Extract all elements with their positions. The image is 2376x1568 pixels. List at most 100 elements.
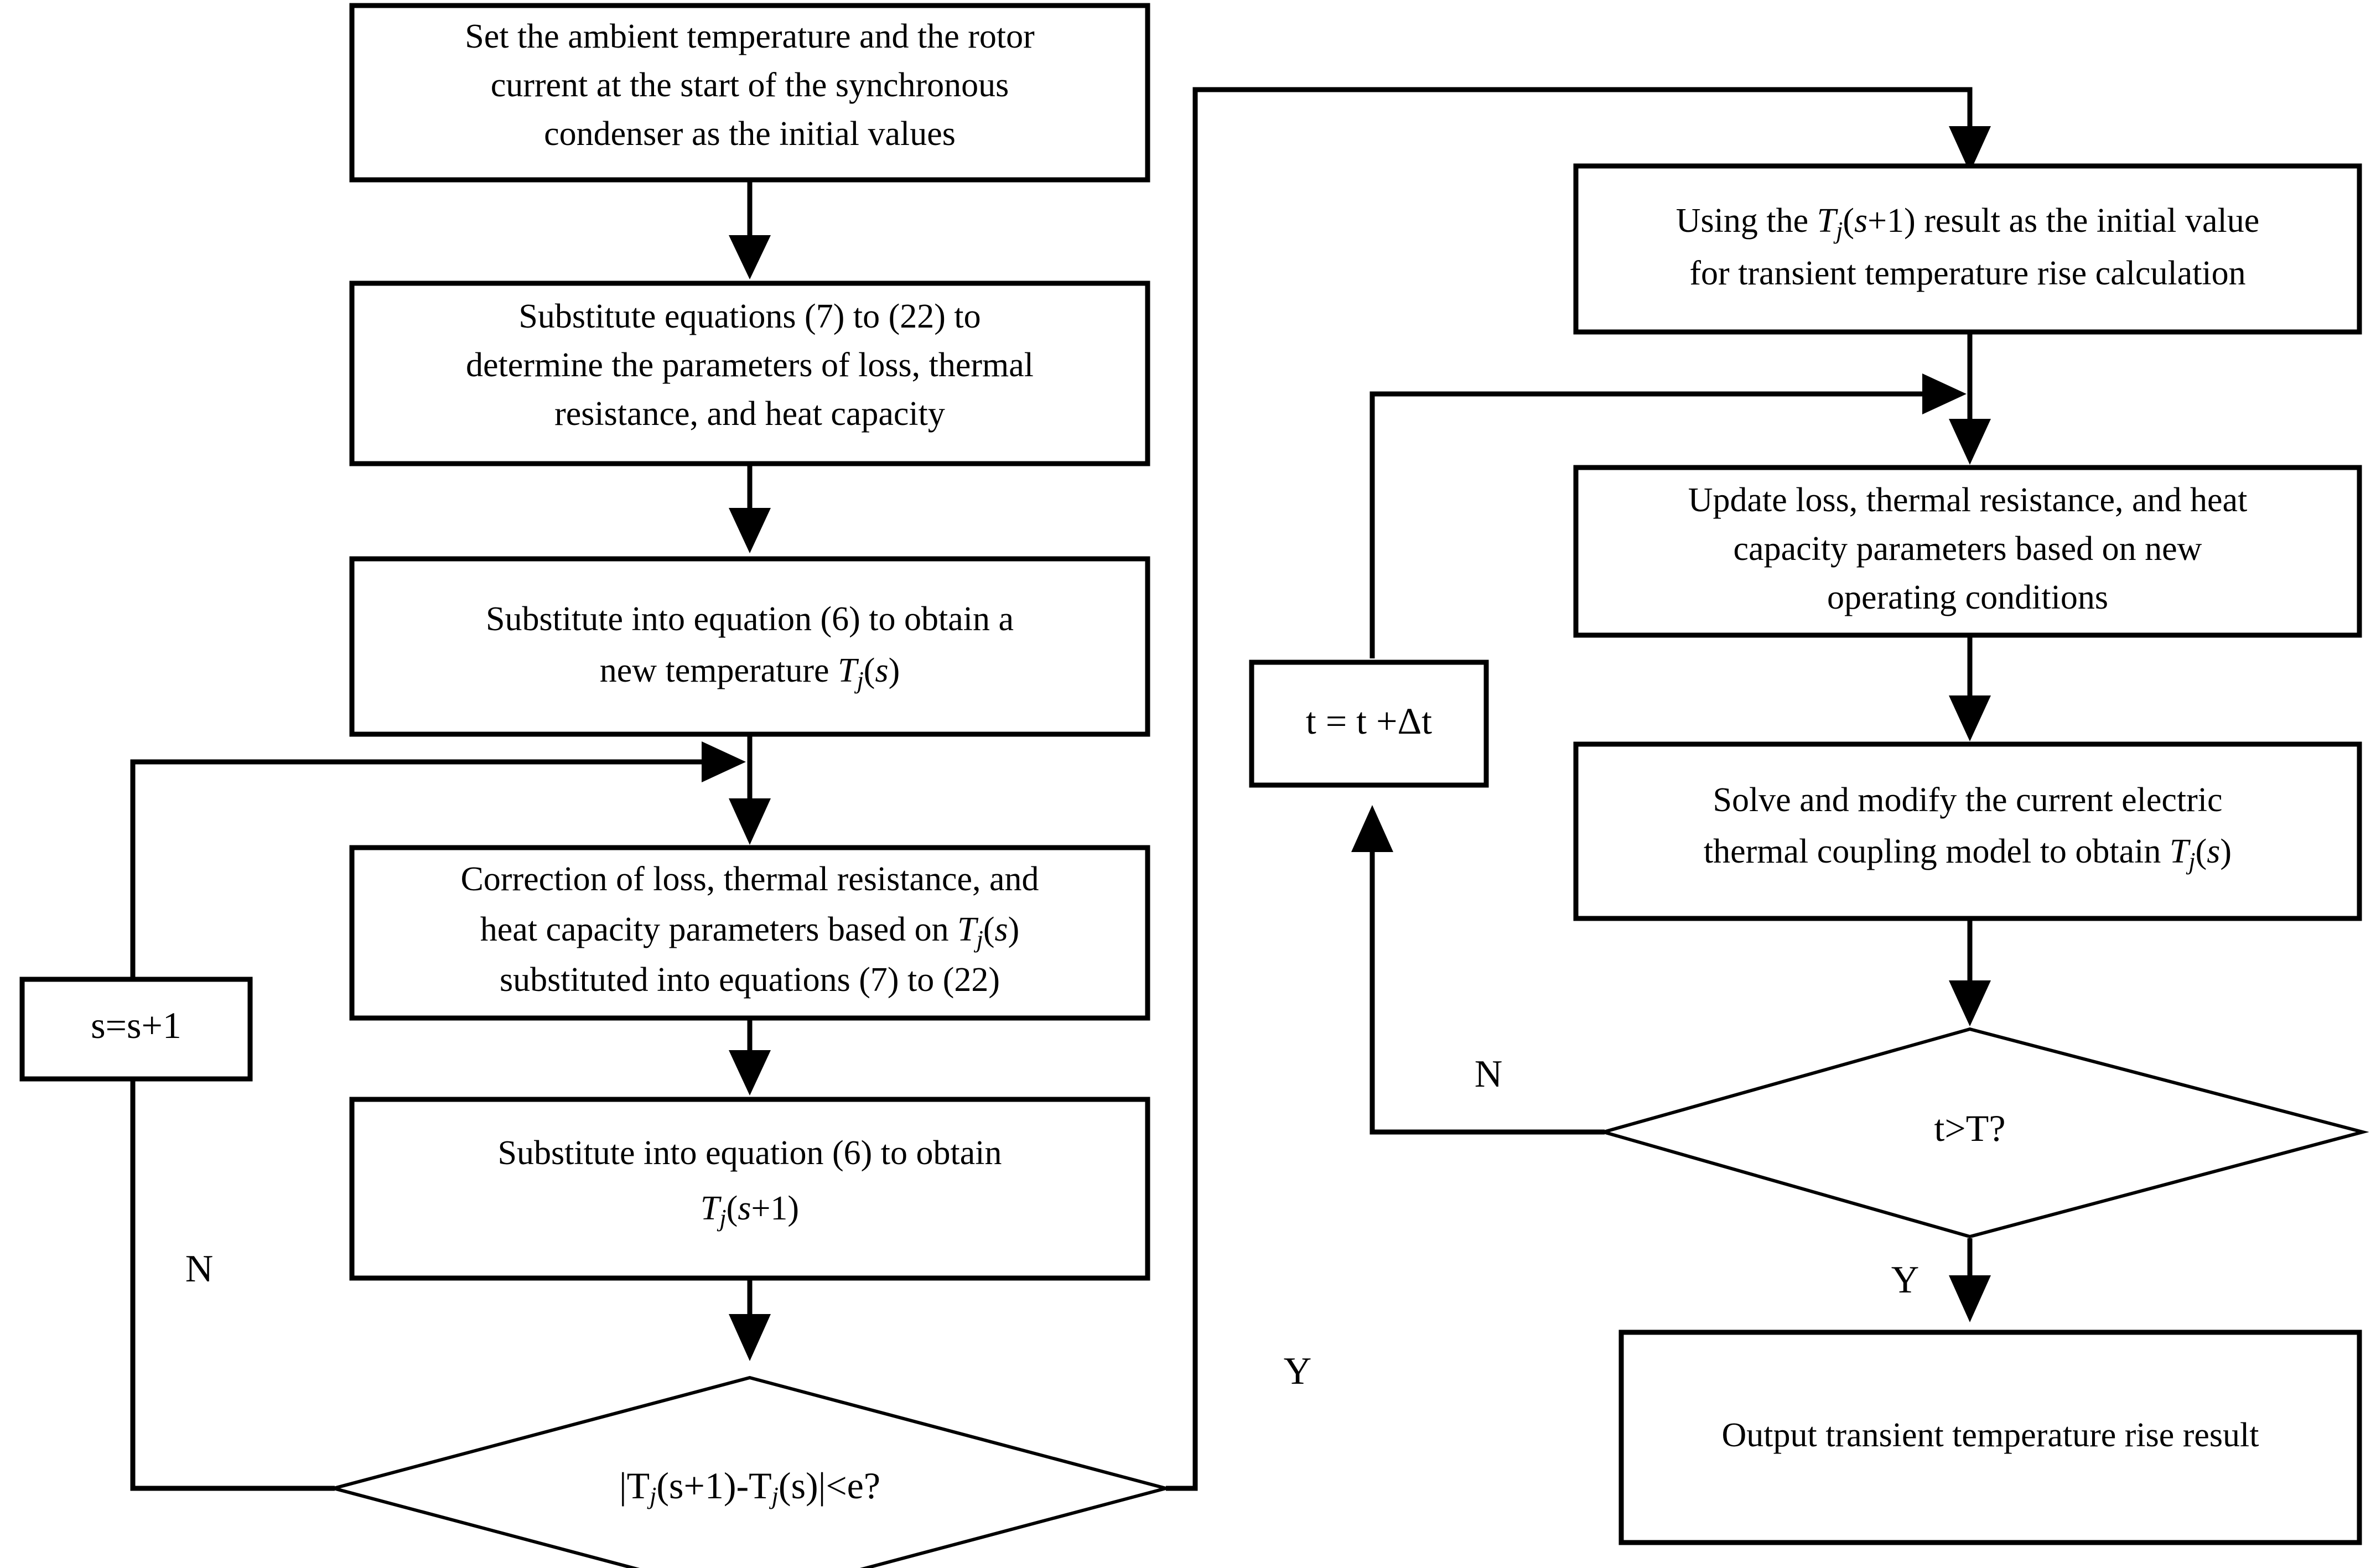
node-n12-v1: t — [1306, 700, 1316, 742]
node-n12-p3: Δ — [1397, 700, 1422, 742]
node-increment-s[interactable]: s=s+1 — [19, 977, 253, 1082]
node-set-initial-values[interactable]: Set the ambient temperature and the roto… — [349, 3, 1150, 183]
node-n9-line3: operating conditions — [1827, 579, 2108, 616]
node-n1-line3: condenser as the initial values — [544, 115, 956, 153]
node-n6-p4: ) — [806, 1465, 818, 1507]
node-n7-v1: s — [91, 1004, 105, 1046]
node-n10-line2-symvar: s — [2207, 833, 2220, 870]
node-n10-line1: Solve and modify the current electric — [1713, 781, 2222, 819]
node-n6-v2: s — [791, 1465, 806, 1507]
node-n3-line2-sub: j — [854, 667, 864, 694]
node-n7-p2: +1 — [141, 1004, 181, 1046]
edge-n4-n5 — [729, 1018, 771, 1095]
node-output-result[interactable]: Output transient temperature rise result — [1618, 1330, 2362, 1545]
node-n7-v2: s — [127, 1004, 141, 1046]
node-n3-line2-sym: T — [838, 652, 859, 689]
node-n4-line2-sub: j — [974, 926, 983, 953]
node-n6-p2: +1)- — [683, 1465, 749, 1507]
node-n13-line1: Output transient temperature rise result — [1721, 1416, 2259, 1454]
edge-n1-n2 — [729, 180, 771, 279]
node-n12-p1: = — [1316, 700, 1356, 742]
node-n6-bar1: | — [619, 1465, 627, 1507]
node-n4-line2-sym: T — [957, 911, 979, 948]
node-n8-line1-sub: j — [1833, 217, 1843, 244]
branch-label-n11-yes: Y — [1891, 1259, 1920, 1301]
edge-n11-n12 — [1351, 805, 1605, 1135]
edge-n12-n9 — [1369, 373, 1967, 658]
node-correction-of-parameters[interactable]: Correction of loss, thermal resistance, … — [349, 845, 1150, 1021]
node-n6-label: |Tj(s+1)-Tj(s)|<e? — [619, 1465, 880, 1509]
node-obtain-new-temperature[interactable]: Substitute into equation (6) to obtain a… — [349, 556, 1150, 737]
edge-n2-n3 — [729, 464, 771, 553]
node-n8-line1-plain1: Using the — [1676, 202, 1817, 240]
node-n7-label: s=s+1 — [91, 1004, 181, 1046]
node-n6-sym1: T — [627, 1465, 650, 1507]
node-n3-line2-plain3: ) — [889, 652, 900, 689]
edge-n7-n4 — [130, 741, 746, 978]
node-n10-line2: thermal coupling model to obtain Tj(s) — [1704, 833, 2232, 875]
node-n8-line1: Using the Tj(s+1) result as the initial … — [1676, 202, 2260, 244]
node-n4-line2-plain2: ( — [983, 911, 995, 948]
node-n9-line2: capacity parameters based on new — [1734, 530, 2202, 568]
edge-n10-n11 — [1949, 918, 1991, 1026]
node-n4-line2-plain3: ) — [1008, 911, 1020, 948]
node-n7-p1: = — [106, 1004, 127, 1046]
node-n6-p6: ? — [864, 1465, 880, 1507]
node-n8-line1-symvar: s — [1854, 202, 1867, 240]
node-n8-line2: for transient temperature rise calculati… — [1689, 255, 2245, 292]
node-solve-coupling-model[interactable]: Solve and modify the current electric th… — [1573, 741, 2362, 921]
node-n9-line1: Update loss, thermal resistance, and hea… — [1688, 481, 2248, 519]
node-n3-line1: Substitute into equation (6) to obtain a — [486, 600, 1014, 638]
node-n10-line2-plain2: ( — [2196, 833, 2207, 870]
branch-label-n11-no: N — [1475, 1053, 1503, 1095]
node-n6-p5: < — [826, 1465, 847, 1507]
node-use-tj-as-initial-value[interactable]: Using the Tj(s+1) result as the initial … — [1573, 163, 2362, 335]
edge-n11-n13 — [1949, 1238, 1991, 1322]
node-substitute-equations-7-22[interactable]: Substitute equations (7) to (22) to dete… — [349, 281, 1150, 466]
node-n10-line2-sym: T — [2170, 833, 2191, 870]
node-decision-time-limit[interactable]: t>T? — [1597, 1027, 2369, 1239]
edge-n8-n9 — [1949, 332, 1991, 465]
node-n6-v3: e — [847, 1465, 864, 1507]
node-update-parameters[interactable]: Update loss, thermal resistance, and hea… — [1573, 465, 2362, 638]
node-n5-line2-sub: j — [717, 1204, 726, 1232]
node-decision-convergence[interactable]: |Tj(s+1)-Tj(s)|<e? — [327, 1375, 1173, 1568]
node-n6-p3: ( — [779, 1465, 791, 1507]
node-n5-line2-plain2: ( — [727, 1190, 738, 1227]
edge-n9-n10 — [1949, 635, 1991, 741]
node-n1-line1: Set the ambient temperature and the roto… — [465, 18, 1035, 55]
node-n12-p2: + — [1367, 700, 1397, 742]
node-n1-line2: current at the start of the synchronous — [491, 66, 1009, 104]
node-n5-line2: Tj(s+1) — [701, 1190, 799, 1232]
node-n12-v2: t — [1356, 700, 1367, 742]
node-n11-v1: t — [1934, 1107, 1945, 1149]
node-n4-line2: heat capacity parameters based on Tj(s) — [480, 911, 1020, 953]
node-n3-line2-plain1: new temperature — [600, 652, 838, 689]
node-n5-line2-sym: T — [701, 1190, 722, 1227]
node-n10-line2-plain3: ) — [2220, 833, 2232, 870]
node-n2-line1: Substitute equations (7) to (22) to — [518, 298, 981, 335]
node-n8-line1-sym: T — [1817, 202, 1839, 240]
node-n10-line2-plain1: thermal coupling model to obtain — [1704, 833, 2170, 870]
node-n5-line2-plain3: +1) — [751, 1190, 799, 1227]
node-n10-line2-sub: j — [2186, 848, 2195, 875]
node-n4-line3: substituted into equations (7) to (22) — [500, 961, 1000, 999]
node-n2-line2: determine the parameters of loss, therma… — [466, 346, 1034, 384]
node-n5-line1: Substitute into equation (6) to obtain — [498, 1134, 1002, 1172]
node-n8-line1-plain3: +1) result as the initial value — [1867, 202, 2259, 240]
node-n11-p2: ? — [1989, 1107, 2005, 1149]
node-n11-p1: > — [1944, 1107, 1965, 1149]
node-n4-line2-symvar: s — [994, 911, 1008, 948]
node-n11-v2: T — [1966, 1107, 1989, 1149]
node-n2-line3: resistance, and heat capacity — [554, 395, 945, 433]
edge-n3-n4 — [729, 734, 771, 845]
node-n5-line2-symvar: s — [738, 1190, 751, 1227]
edge-n5-n6 — [729, 1278, 771, 1361]
node-advance-time-step[interactable]: t = t +Δt — [1249, 660, 1489, 788]
node-n6-bar2: | — [818, 1465, 826, 1507]
node-n4-line2-plain1: heat capacity parameters based on — [480, 911, 957, 948]
branch-label-n6-no: N — [185, 1248, 214, 1290]
node-obtain-tj-s-plus-1[interactable]: Substitute into equation (6) to obtain T… — [349, 1097, 1150, 1281]
edge-n6-n7 — [112, 1021, 335, 1491]
